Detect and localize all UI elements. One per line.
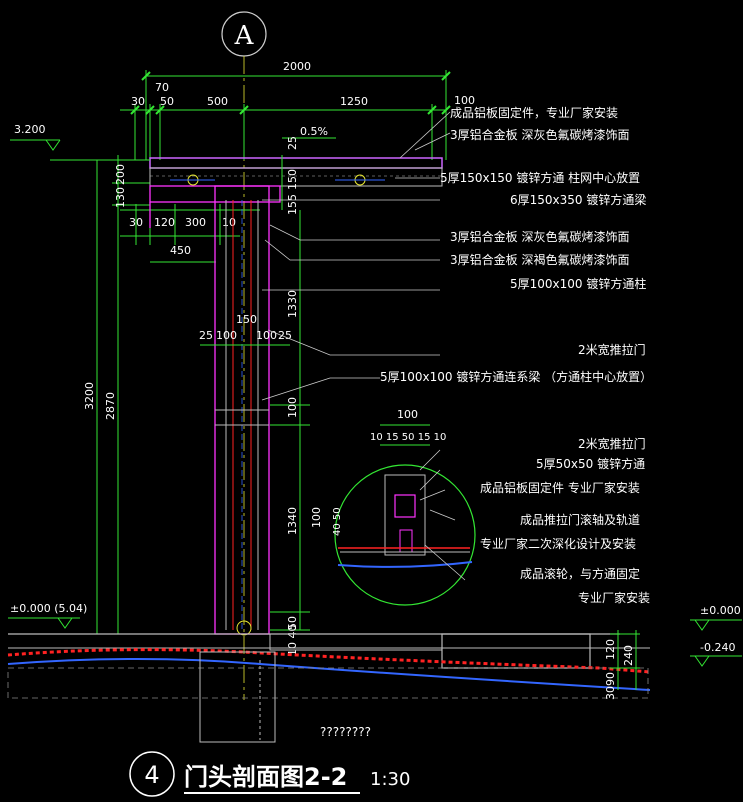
col-dim-25b: 25 [278, 329, 292, 342]
note-4: 3厚铝合金板 深灰色氟碳烤漆饰面 [450, 229, 629, 244]
detail-dim-100: 100 [397, 408, 418, 421]
col-dim-150: 150 [236, 313, 257, 326]
axis-label: A [234, 21, 255, 51]
dim-120: 120 [154, 216, 175, 229]
elevation-right: ±0.000 -0.240 [690, 604, 742, 667]
dim-2000: 2000 [283, 60, 311, 73]
note-15: 专业厂家安装 [578, 590, 650, 605]
col-dim-100b: 100 [256, 329, 277, 342]
dim-30b: 30 [129, 216, 143, 229]
dim-r240: 240 [622, 645, 635, 666]
canopy-beam [149, 157, 443, 228]
elev-neg: -0.240 [700, 641, 735, 654]
dim-10-40: 10 40 [286, 625, 299, 657]
col-dim-25a: 25 [199, 329, 213, 342]
elev-zero-left: ±0.000 (5.04) [10, 602, 87, 615]
note-5: 3厚铝合金板 深褐色氟碳烤漆饰面 [450, 252, 629, 267]
elev-zero-right: ±0.000 [700, 604, 741, 617]
dim-10: 10 [222, 216, 236, 229]
axis-bubble: A [221, 11, 267, 700]
title-number: 4 [144, 761, 159, 789]
ground-note: ???????? [320, 725, 371, 739]
ground-slab [7, 633, 651, 743]
dim-1250: 1250 [340, 95, 368, 108]
title-name: 门头剖面图2-2 [184, 763, 347, 791]
dim-1330: 1330 [286, 290, 299, 318]
column [214, 185, 270, 636]
note-13: 专业厂家二次深化设计及安装 [480, 536, 636, 551]
col-dim-100a: 100 [216, 329, 237, 342]
elevation-zero-left: ±0.000 (5.04) [8, 602, 87, 629]
note-3: 6厚150x350 镀锌方通梁 [510, 192, 646, 207]
dim-r30: 30 [604, 686, 617, 700]
dimension-ticks [130, 71, 451, 115]
dim-155: 155 [286, 194, 299, 215]
note-7: 2米宽推拉门 [578, 342, 646, 357]
note-12: 成品推拉门滚轴及轨道 [520, 512, 640, 527]
elev-top-label: 3.200 [14, 123, 46, 136]
dim-500: 500 [207, 95, 228, 108]
column-side-dims [270, 155, 310, 631]
dim-50: 50 [160, 95, 174, 108]
note-10: 5厚50x50 镀锌方通 [536, 456, 645, 471]
title-scale: 1:30 [370, 769, 410, 790]
dim-450: 450 [170, 244, 191, 257]
title-block: 4 门头剖面图2-2 1:30 [129, 751, 410, 797]
note-9: 2米宽推拉门 [578, 436, 646, 451]
dim-2870: 2870 [104, 392, 117, 420]
notes: 成品铝板固定件，专业厂家安装 3厚铝合金板 深灰色氟碳烤漆饰面 5厚150x15… [380, 105, 652, 605]
dim-r90: 90 [604, 672, 617, 686]
dim-70: 70 [155, 81, 169, 94]
detail-dim-4050: 40 50 [332, 507, 343, 536]
right-slab-dims [610, 630, 640, 690]
note-11: 成品铝板固定件 专业厂家安装 [480, 480, 640, 495]
note-0: 成品铝板固定件，专业厂家安装 [450, 105, 618, 120]
detail-dim-chain: 10 15 50 15 10 [370, 432, 446, 443]
dim-100-mid: 100 [286, 397, 299, 418]
dim-150: 150 [286, 169, 299, 190]
note-8: 5厚100x100 镀锌方通连系梁 （方通柱中心放置） [380, 369, 652, 384]
detail-circle [334, 424, 476, 606]
detail-dim-100v: 100 [310, 507, 323, 528]
dim-1340: 1340 [286, 507, 299, 535]
dim-100-top: 100 [454, 94, 475, 107]
dim-30: 30 [131, 95, 145, 108]
note-2: 5厚150x150 镀锌方通 柱网中心放置 [440, 170, 640, 185]
leader-lines [261, 111, 466, 581]
top-dimension-lines [120, 70, 447, 263]
dim-3200: 3200 [83, 382, 96, 410]
note-14: 成品滚轮，与方通固定 [520, 566, 640, 581]
dim-r120: 120 [604, 639, 617, 660]
dim-200: 200 [114, 164, 127, 185]
dim-25-top: 25 [286, 136, 299, 150]
dim-130: 130 [114, 187, 127, 208]
dim-300: 300 [185, 216, 206, 229]
elevation-top: 3.200 [10, 123, 150, 161]
note-6: 5厚100x100 镀锌方通柱 [510, 276, 646, 291]
dim-50-bot: 50 [286, 616, 299, 630]
slope-label: 0.5% [300, 125, 328, 138]
note-1: 3厚铝合金板 深灰色氟碳烤漆饰面 [450, 127, 629, 142]
